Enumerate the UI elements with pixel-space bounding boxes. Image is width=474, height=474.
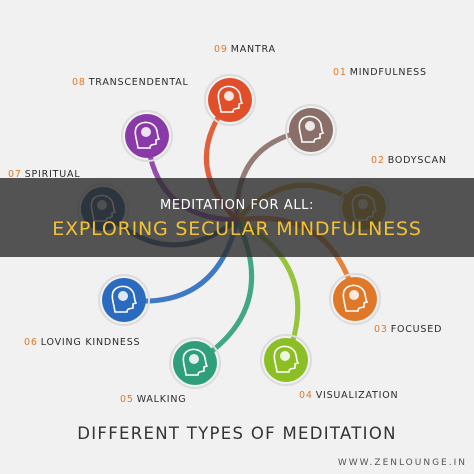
type-circle-mindfulness	[285, 104, 337, 156]
type-name: FOCUSED	[390, 324, 443, 335]
type-number: 07	[8, 169, 22, 180]
eye-icon	[273, 345, 300, 373]
heart-icon	[111, 285, 138, 313]
type-circle-visualization	[260, 334, 312, 386]
banner-title: MEDITATION FOR ALL:	[160, 198, 314, 213]
type-name: LOVING KINDNESS	[40, 337, 141, 348]
type-name: TRANSCENDENTAL	[88, 77, 189, 88]
banner: MEDITATION FOR ALL: EXPLORING SECULAR MI…	[0, 178, 474, 257]
infographic-title: DIFFERENT TYPES OF MEDITATION	[77, 424, 397, 443]
om-icon	[217, 85, 244, 113]
type-number: 09	[214, 44, 228, 55]
type-number: 02	[371, 155, 385, 166]
type-name: WALKING	[136, 394, 187, 405]
type-name: BODYSCAN	[387, 155, 447, 166]
type-name: MINDFULNESS	[349, 67, 427, 78]
type-circle-walking	[169, 337, 221, 389]
type-number: 01	[333, 67, 347, 78]
type-number: 03	[374, 324, 388, 335]
type-circle-transcendental	[121, 110, 173, 162]
type-circle-focused	[329, 273, 381, 325]
type-number: 08	[72, 77, 86, 88]
target-icon	[342, 284, 369, 312]
brain-icon	[298, 115, 325, 143]
leaf-icon	[134, 121, 161, 149]
type-name: VISUALIZATION	[315, 390, 399, 401]
type-number: 06	[24, 337, 38, 348]
type-name: MANTRA	[230, 44, 276, 55]
banner-subtitle: EXPLORING SECULAR MINDFULNESS	[52, 218, 422, 240]
type-number: 04	[299, 390, 313, 401]
type-circle-mantra	[204, 74, 256, 126]
type-number: 05	[120, 394, 134, 405]
type-circle-loving-kindness	[98, 274, 150, 326]
walking-icon	[182, 348, 209, 376]
website-url: WWW.ZENLOUNGE.IN	[337, 458, 467, 468]
type-name: SPIRITUAL	[24, 169, 81, 180]
